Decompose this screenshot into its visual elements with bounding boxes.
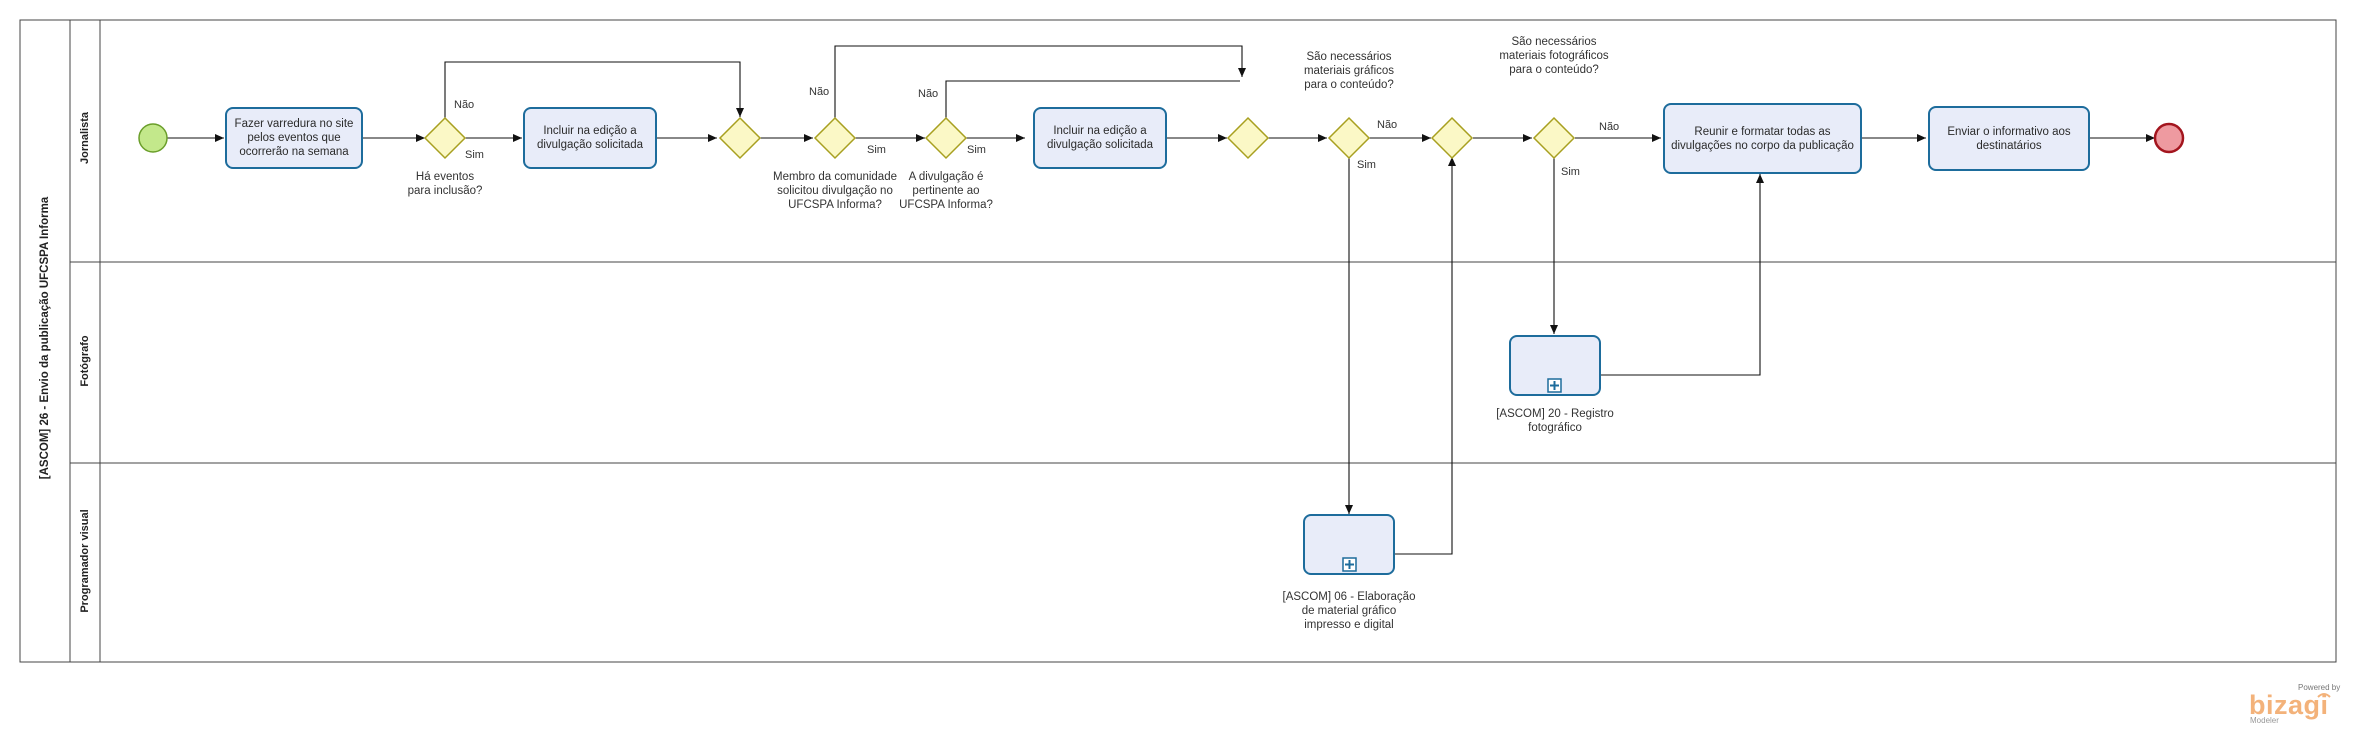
- task-incluir-2: [1033, 107, 1167, 169]
- gateway-label: São necessários materiais gráficos para …: [1303, 51, 1395, 91]
- pool-title: [ASCOM] 26 - Envio da publicação UFCSPA …: [39, 196, 51, 480]
- flow-label-nao: Não: [1599, 121, 1620, 133]
- powered-by-text: Powered by: [2298, 683, 2341, 692]
- task-enviar: [1928, 106, 2090, 171]
- gateway-merge-3: [1430, 116, 1474, 160]
- end-event: [2153, 122, 2185, 154]
- flow-label-nao: Não: [454, 99, 475, 111]
- task-incluir-1: [523, 107, 657, 169]
- subprocess-marker-icon: [1547, 378, 1562, 393]
- lane-label-programador: Programador visual: [79, 509, 91, 613]
- subprocess-registro-fotografico: [1509, 335, 1601, 396]
- flow-label-nao: Não: [1377, 119, 1398, 131]
- bizagi-logo-icon: [2317, 693, 2331, 698]
- flow-label-sim: Sim: [867, 144, 886, 156]
- gateway-membro: [813, 116, 857, 160]
- gateway-merge-2: [1226, 116, 1270, 160]
- gateway-graficos: [1327, 116, 1371, 160]
- gateway-label: São necessários materiais fotográficos p…: [1499, 36, 1609, 76]
- lane-label-jornalista: Jornalista: [79, 112, 91, 164]
- subprocess-label: [ASCOM] 20 - Registro fotográfico: [1496, 408, 1614, 434]
- flow-label-sim: Sim: [1561, 166, 1580, 178]
- gateway-label: Há eventos para inclusão?: [407, 171, 483, 197]
- task-reunir: [1663, 103, 1862, 174]
- gateway-label: Membro da comunidade solicitou divulgaçã…: [772, 171, 897, 211]
- modeler-text: Modeler: [2250, 716, 2279, 725]
- flow-label-nao: Não: [809, 86, 830, 98]
- subprocess-material-grafico: [1303, 514, 1395, 575]
- gateway-eventos: [423, 116, 467, 160]
- subprocess-marker-icon: [1342, 557, 1357, 572]
- task-varredura: [225, 107, 363, 169]
- flow-label-sim: Sim: [1357, 159, 1376, 171]
- lane-label-fotografo: Fotógrafo: [79, 335, 91, 387]
- start-event: [138, 123, 168, 153]
- subprocess-label: [ASCOM] 06 - Elaboração de material gráf…: [1282, 591, 1416, 631]
- bizagi-logo: bizagi: [2249, 690, 2329, 720]
- flow-label-sim: Sim: [967, 144, 986, 156]
- flow-label-sim: Sim: [465, 149, 484, 161]
- gateway-fotograficos: [1532, 116, 1576, 160]
- gateway-merge-1: [718, 116, 762, 160]
- gateway-pertinente: [924, 116, 968, 160]
- flow-label-nao: Não: [918, 88, 939, 100]
- gateway-label: A divulgação é pertinente ao UFCSPA Info…: [899, 171, 993, 211]
- sequence-flows: [167, 45, 2155, 555]
